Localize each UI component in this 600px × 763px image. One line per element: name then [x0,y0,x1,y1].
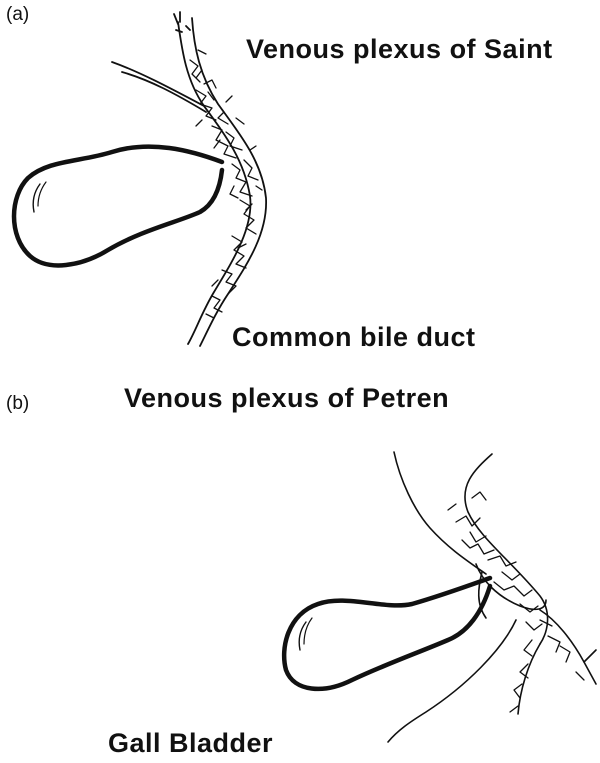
common-bile-duct-b [388,452,596,742]
venous-plexus-saint [190,50,262,318]
venous-plexus-saint-label: Venous plexus of Saint [246,34,553,65]
panel-a-tag: (a) [6,4,29,26]
gallbladder-a [14,147,222,266]
venous-plexus-petren-label: Venous plexus of Petren [124,383,449,414]
gallbladder-b [284,578,490,689]
common-bile-duct-label: Common bile duct [232,322,476,353]
panel-b-tag: (b) [6,393,29,415]
gall-bladder-label: Gall Bladder [108,728,273,759]
common-bile-duct-a [112,12,266,346]
